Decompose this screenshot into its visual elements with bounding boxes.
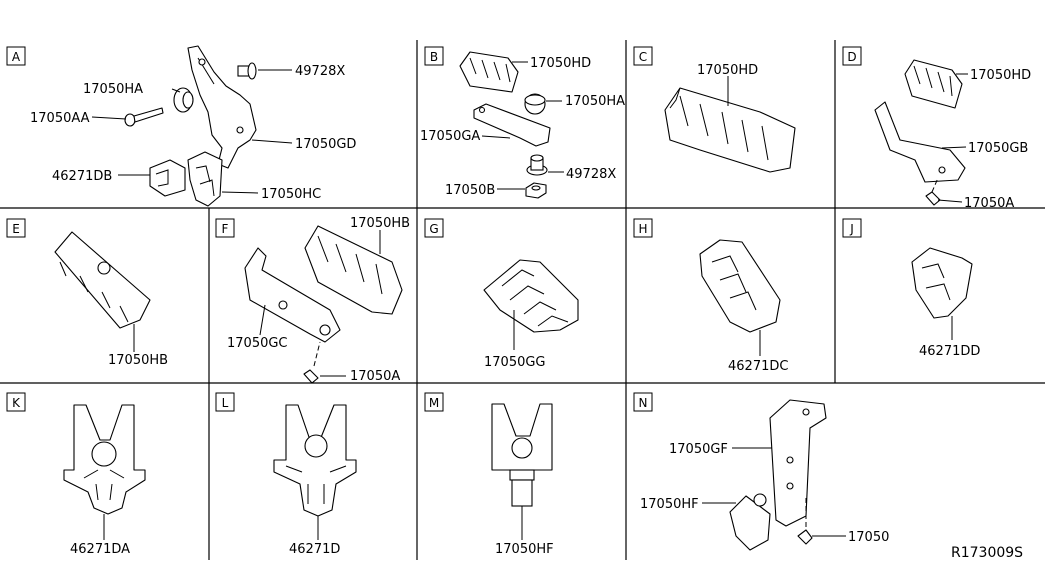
svg-text:B: B (430, 50, 438, 64)
label-17050hd-c: 17050HD (697, 63, 758, 78)
clip-17050hc-drawing (187, 151, 223, 207)
clip-46271d-drawing (273, 404, 357, 517)
section-e-parts: 17050HB (54, 231, 168, 368)
label-17050ga: 17050GA (420, 129, 480, 144)
section-d-parts: 17050HD 17050GB 17050A (874, 59, 1031, 211)
label-49728x-a: 49728X (295, 64, 345, 79)
section-letter-c: C (633, 46, 653, 66)
label-17050hf-m: 17050HF (495, 542, 554, 557)
label-17050aa: 17050AA (30, 111, 90, 126)
label-17050a-d: 17050A (964, 196, 1014, 211)
section-letter-e: E (6, 218, 26, 238)
label-17050hb-e: 17050HB (108, 353, 168, 368)
label-17050: 17050 (848, 530, 889, 545)
svg-text:F: F (222, 222, 229, 236)
section-h-parts: 46271DC (699, 239, 788, 374)
clamp-17050hb-f-drawing (304, 225, 403, 315)
label-46271dd: 46271DD (919, 344, 980, 359)
section-a-parts: 17050HA 49728X 17050AA 17050GD 46271DB 1… (30, 45, 356, 207)
label-17050gc: 17050GC (227, 336, 288, 351)
section-k-parts: 46271DA (63, 404, 146, 557)
label-17050gf: 17050GF (669, 442, 728, 457)
section-letter-h: H (633, 218, 653, 238)
label-46271d: 46271D (289, 542, 340, 557)
section-letter-k: K (6, 392, 26, 412)
svg-text:N: N (639, 396, 648, 410)
section-letter-d: D (842, 46, 862, 66)
clamp-17050hd-c-drawing (664, 87, 796, 173)
grommet-17050ha-drawing (173, 87, 194, 113)
section-c-parts: 17050HD (664, 63, 796, 173)
section-letter-l: L (215, 392, 235, 412)
section-letter-g: G (424, 218, 444, 238)
section-m-parts: 17050HF (491, 403, 554, 557)
label-17050b: 17050B (445, 183, 495, 198)
bolt-17050-drawing (797, 498, 813, 545)
label-17050gg: 17050GG (484, 355, 546, 370)
bracket-17050ga-drawing (473, 103, 551, 147)
label-17050hc: 17050HC (261, 187, 321, 202)
label-17050hd-d: 17050HD (970, 68, 1031, 83)
section-b-parts: 17050HD 17050HA 17050GA 49728X 17050B (420, 51, 625, 199)
clip-46271dd-drawing (911, 247, 973, 319)
diagram-code: R173009S (951, 545, 1023, 561)
bolt-49728x-drawing (237, 62, 257, 80)
section-l-parts: 46271D (273, 404, 357, 557)
svg-text:D: D (847, 50, 856, 64)
svg-text:M: M (429, 396, 439, 410)
bolt-17050aa-drawing (124, 107, 164, 127)
clip-46271dc-drawing (699, 239, 781, 333)
grommet-17050ha-b-drawing (524, 93, 546, 115)
label-17050hf-n: 17050HF (640, 497, 699, 512)
label-46271da: 46271DA (70, 542, 130, 557)
svg-text:E: E (12, 222, 20, 236)
clip-46271db-drawing (149, 159, 186, 197)
clamp-17050hd-d-drawing (904, 59, 963, 109)
label-17050ha-b: 17050HA (565, 94, 625, 109)
svg-text:A: A (12, 50, 21, 64)
bracket-17050gc-drawing (244, 247, 341, 343)
clamp-17050hd-b-drawing (459, 51, 519, 93)
clip-17050hf-m-drawing (491, 403, 553, 471)
nut-17050b-drawing (525, 182, 547, 199)
label-17050gd: 17050GD (295, 137, 356, 152)
section-letter-b: B (424, 46, 444, 66)
section-letter-m: M (424, 392, 444, 412)
section-letter-f: F (215, 218, 235, 238)
grid-lines (0, 40, 1045, 560)
label-17050hb-f: 17050HB (350, 216, 410, 231)
svg-text:C: C (639, 50, 647, 64)
label-17050a-f: 17050A (350, 369, 400, 384)
svg-text:G: G (429, 222, 438, 236)
bolt-49728x-b-drawing (526, 154, 548, 176)
bolt-17050a-f-drawing (303, 341, 321, 384)
clip-17050hf-n-drawing (729, 493, 771, 551)
label-49728x-b: 49728X (566, 167, 616, 182)
section-letter-a: A (6, 46, 26, 66)
label-17050gb: 17050GB (968, 141, 1028, 156)
svg-text:H: H (638, 222, 647, 236)
label-17050hd-b: 17050HD (530, 56, 591, 71)
bracket-17050gd-drawing (187, 45, 257, 169)
svg-text:L: L (222, 396, 229, 410)
section-j-parts: 46271DD (911, 247, 980, 359)
section-letter-j: J (842, 218, 862, 238)
section-g-parts: 17050GG (483, 259, 579, 370)
svg-text:J: J (849, 222, 854, 236)
section-f-parts: 17050HB 17050GC 17050A (227, 216, 410, 384)
label-46271db: 46271DB (52, 169, 112, 184)
svg-text:K: K (12, 396, 21, 410)
label-46271dc: 46271DC (728, 359, 788, 374)
section-n-parts: 17050GF 17050HF 17050 (640, 399, 889, 551)
bracket-17050gb-drawing (874, 101, 966, 183)
section-letter-n: N (633, 392, 653, 412)
clip-17050gg-drawing (483, 259, 579, 333)
clamp-17050hb-e-drawing (54, 231, 151, 329)
bracket-17050gf-drawing (769, 399, 827, 527)
label-17050ha-a: 17050HA (83, 82, 143, 97)
